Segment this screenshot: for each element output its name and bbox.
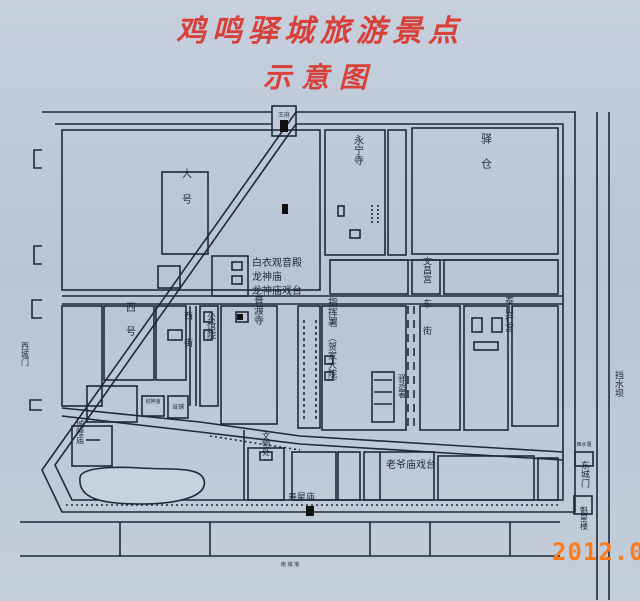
west-street <box>189 306 197 406</box>
middle-road <box>62 295 563 305</box>
yongning-temple <box>324 129 386 256</box>
kuixing-tower <box>573 495 593 515</box>
label-xijie: 西街 <box>182 311 193 365</box>
label-shouxing: 寿星庙 <box>288 491 315 503</box>
map-subtitle: 示意图 <box>262 61 377 94</box>
label-dahao: 大号 <box>180 167 192 220</box>
label-yicang: 驿仓 <box>480 133 493 183</box>
label-yicheng: 驿丞署 <box>398 374 407 399</box>
label-xihao: 西号 <box>124 302 136 350</box>
label-kuixing: 魁星楼 <box>580 505 589 531</box>
label-gongguan: 公馆院 <box>205 312 216 340</box>
label-zhihui: 指挥署 <box>326 296 338 327</box>
da-hao-block <box>161 171 209 255</box>
label-bottom-road: 南 城 墙 <box>281 561 299 568</box>
label-longshen-xitai: 龙神庙戏台 <box>252 284 302 297</box>
label-dongchengmen: 东城门 <box>579 459 590 488</box>
label-baiyi: 白衣观音殿 <box>252 256 302 269</box>
taishan-palace <box>511 305 559 427</box>
east-gate <box>574 451 594 467</box>
label-taishan: 泰山行宫 <box>503 295 514 333</box>
xi-hao-block <box>103 305 155 381</box>
main-street-north <box>61 407 564 453</box>
label-dangshui: 挡水坝 <box>613 369 624 398</box>
pond <box>79 466 206 505</box>
north-gate <box>271 105 297 137</box>
label-laoye: 老爷庙戏台 <box>386 458 436 471</box>
label-hejia: （贺家大院） <box>326 333 337 387</box>
label-xishui: 西水堰 <box>576 441 591 448</box>
label-pudu: 普渡寺 <box>252 294 264 325</box>
shouxing-temple <box>291 451 337 501</box>
east-street <box>407 306 415 430</box>
map-title: 鸡鸣驿城旅游景点 <box>176 14 464 49</box>
shouxing-marker <box>306 506 314 516</box>
gate-marker <box>280 120 288 132</box>
label-dangpu: 当铺 <box>172 403 184 411</box>
label-gate-top: 王府 <box>278 111 290 119</box>
label-wenchang: 文昌宫 <box>421 255 432 284</box>
zhihui-office <box>321 305 407 431</box>
label-longshen: 龙神庙 <box>252 270 282 283</box>
south-road <box>20 521 560 557</box>
east-road <box>596 112 610 600</box>
pudu-temple <box>220 305 278 425</box>
main-street-south <box>61 415 564 461</box>
photo-date-stamp: 2012.0 <box>552 538 640 566</box>
label-caishen: 财神庙 <box>145 398 160 405</box>
label-wenwu: 文物处 <box>262 431 271 457</box>
label-xichengmen: 西城门 <box>21 342 30 367</box>
label-chenghuang: 城隍庙 <box>76 420 85 445</box>
label-yongning: 永宁寺 <box>352 134 364 165</box>
yi-cang-granary <box>411 127 559 255</box>
label-dongjie: 东街 <box>421 298 432 353</box>
